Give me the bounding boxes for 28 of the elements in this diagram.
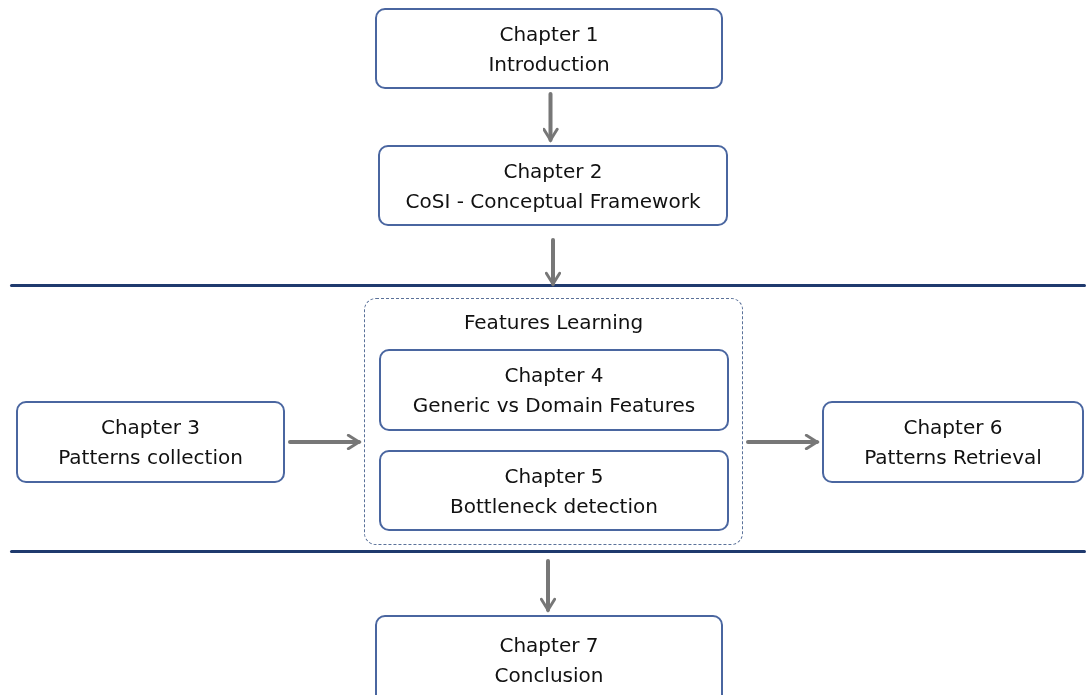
- chapter-number: Chapter 6: [903, 414, 1003, 441]
- chapter-number: Chapter 7: [499, 632, 599, 659]
- chapter-number: Chapter 5: [504, 462, 604, 490]
- chapter-number: Chapter 2: [503, 157, 603, 185]
- chapter-title: Patterns collection: [58, 444, 243, 471]
- chapter-box: [16, 401, 285, 483]
- arrow: [288, 433, 361, 451]
- arrow: [746, 433, 819, 451]
- chapter-title: CoSI - Conceptual Framework: [405, 187, 701, 215]
- chapter-box: [379, 450, 729, 531]
- chapter-box: [822, 401, 1084, 483]
- chapter-title: Introduction: [488, 50, 610, 78]
- chapter-box: [375, 615, 723, 695]
- chapter-number: Chapter 1: [499, 20, 599, 48]
- chapter-box: [379, 349, 729, 431]
- chapter-title: Bottleneck detection: [450, 492, 658, 520]
- group-frame: [364, 298, 743, 545]
- arrow: [544, 238, 562, 286]
- chapter-number: Chapter 4: [504, 362, 604, 389]
- chapter-title: Conclusion: [494, 662, 604, 689]
- group-title: Features Learning: [463, 309, 644, 336]
- arrow: [539, 559, 557, 612]
- arrow: [542, 92, 559, 142]
- chapter-box: [375, 8, 723, 89]
- chapter-number: Chapter 3: [100, 414, 200, 441]
- chapter-title: Generic vs Domain Features: [412, 392, 696, 419]
- chapter-box: [378, 145, 728, 226]
- chapter-title: Patterns Retrieval: [864, 444, 1042, 471]
